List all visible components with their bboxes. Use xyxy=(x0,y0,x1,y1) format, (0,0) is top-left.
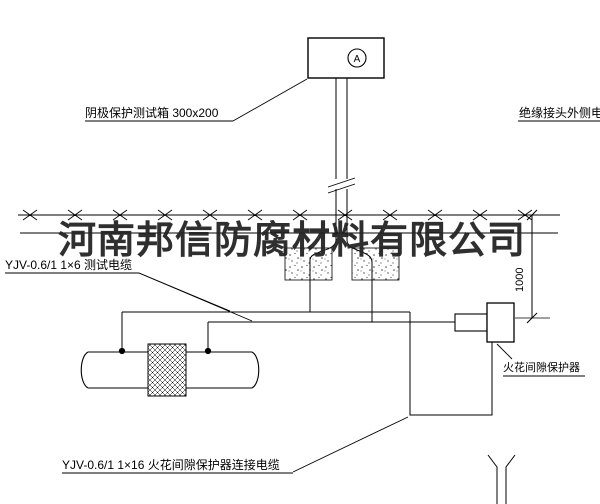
dimension-text-1000: 1000 xyxy=(514,267,526,292)
leaders-and-underlines xyxy=(5,78,600,474)
test-cable-left-drop xyxy=(309,239,337,312)
riser-conduit xyxy=(327,78,356,240)
leader-spark-gap xyxy=(496,343,513,360)
pipeline xyxy=(80,343,260,397)
test-box-group: A xyxy=(307,37,385,79)
label-outer-cable: 绝缘接头外侧电缆 xyxy=(519,106,600,120)
leader-spark-cable xyxy=(292,416,409,473)
label-test-cable: YJV-0.6/1 1×6 测试电缆 xyxy=(5,258,133,272)
ground-surface xyxy=(18,209,560,234)
ground-hatch-marks xyxy=(22,209,533,221)
conduit-lines xyxy=(335,78,348,240)
leader-test-cable-lower xyxy=(138,272,253,322)
label-spark-gap-cable: YJV-0.6/1 1×16 火花间隙保护器连接电缆 xyxy=(62,458,280,472)
insulating-joint xyxy=(147,343,187,397)
ammeter-circle xyxy=(347,48,367,68)
dimension-depth xyxy=(515,209,550,324)
test-box xyxy=(307,37,385,79)
spark-gap-cable-route xyxy=(409,312,493,416)
corner-pipe-stub-symbol xyxy=(487,454,516,504)
test-cables xyxy=(121,239,455,349)
spark-gap-protector xyxy=(454,302,515,343)
spark-gap-body xyxy=(486,302,515,343)
concrete-blocks xyxy=(284,247,400,281)
watermark-text: 河南邦信防腐材料有限公司 xyxy=(58,220,527,262)
weld-dot-left xyxy=(118,347,126,355)
leader-test-box xyxy=(232,78,308,122)
label-spark-gap: 火花间隙保护器 xyxy=(503,362,580,374)
concrete-block-right xyxy=(351,247,400,281)
weld-dot-right xyxy=(204,347,212,355)
concrete-block-left xyxy=(284,247,333,281)
conduit-break-mark xyxy=(327,177,356,194)
label-test-box: 阴极保护测试箱 300x200 xyxy=(85,106,219,120)
pipe-left-break xyxy=(80,351,89,389)
pipe-right-break xyxy=(251,351,260,389)
ammeter-letter: A xyxy=(354,54,361,65)
test-cable-right-drop xyxy=(346,239,373,322)
spark-gap-terminal xyxy=(454,313,488,332)
